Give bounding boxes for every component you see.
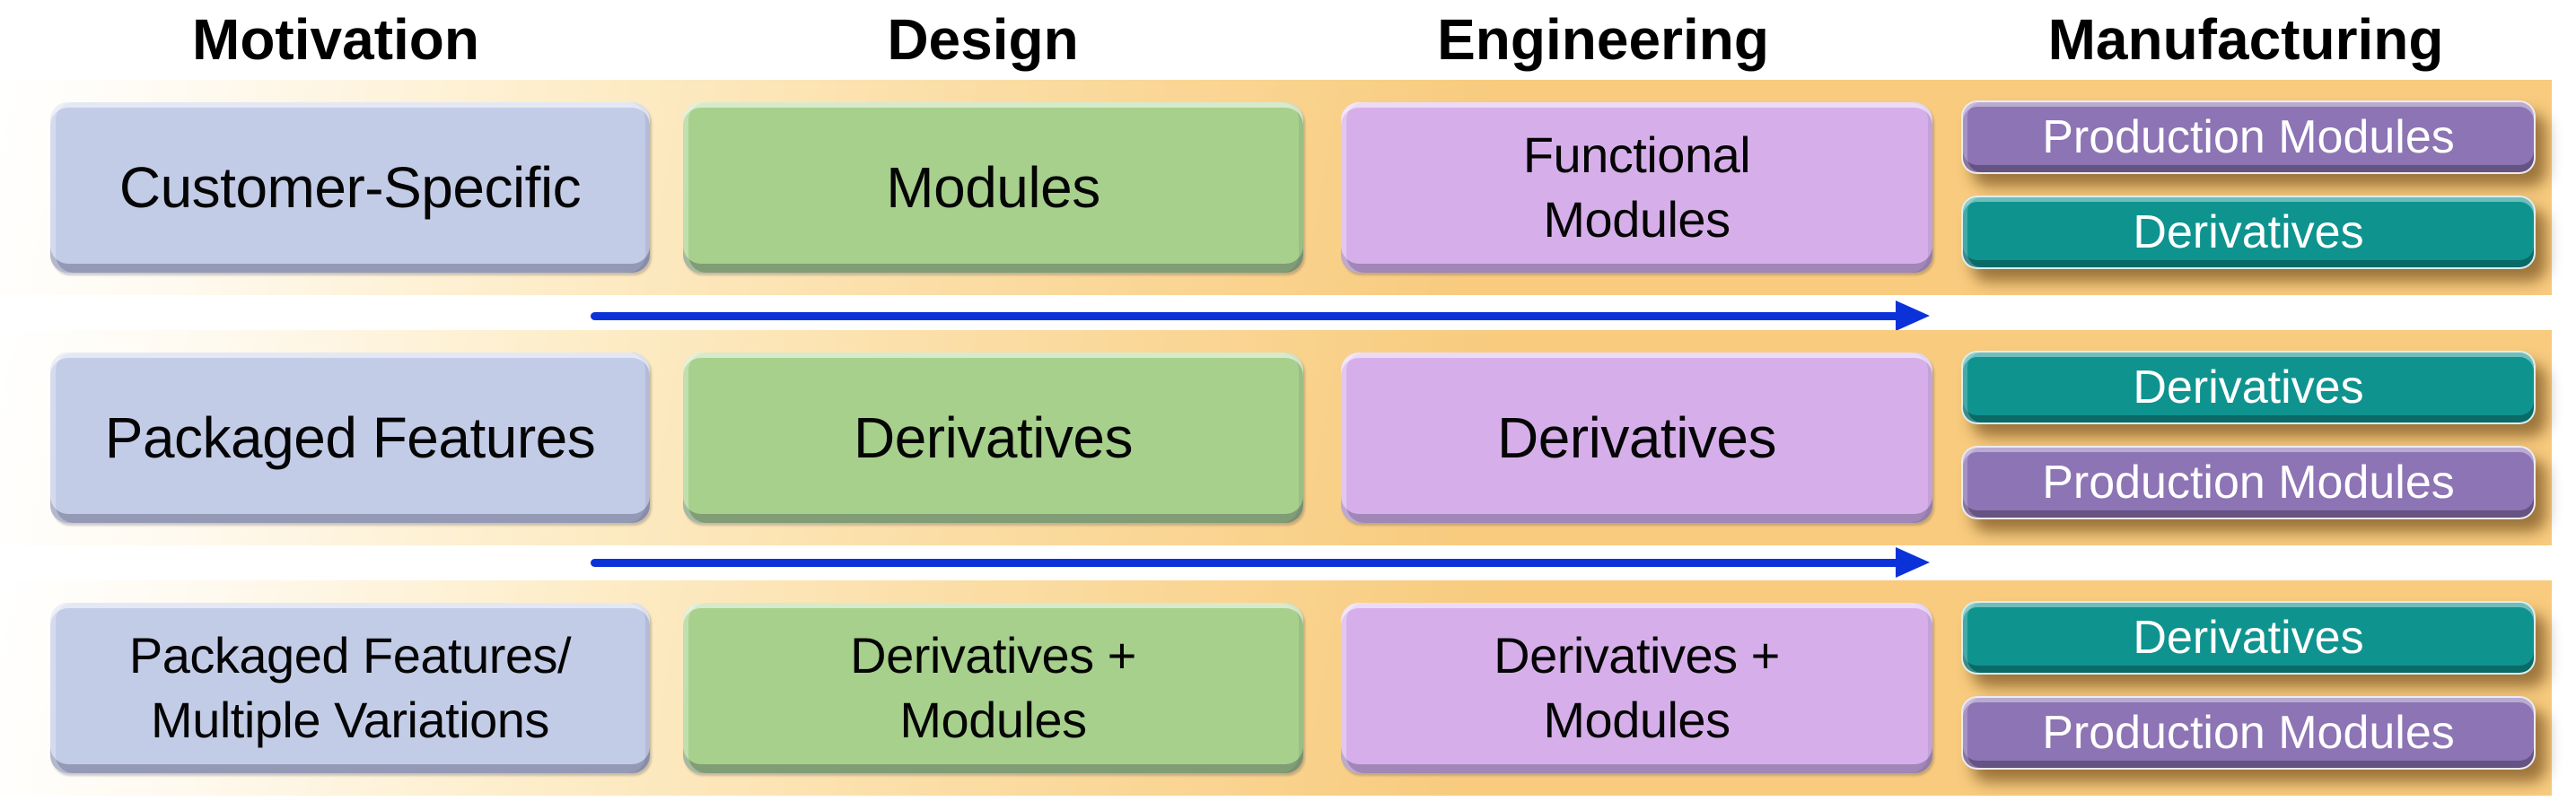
engineering-box: Functional Modules xyxy=(1341,102,1932,273)
manufacturing-stack: Production Modules Derivatives xyxy=(1961,80,2536,295)
manufacturing-stack: Derivatives Production Modules xyxy=(1961,330,2536,545)
arrow-head-icon xyxy=(1896,547,1930,578)
process-row-1: Customer-Specific Modules Functional Mod… xyxy=(0,80,2552,295)
design-box: Modules xyxy=(683,102,1303,273)
manufacturing-box: Production Modules xyxy=(1961,100,2536,174)
column-header-manufacturing: Manufacturing xyxy=(2047,7,2444,72)
arrow-head-icon xyxy=(1896,300,1930,331)
design-box: Derivatives + Modules xyxy=(683,603,1303,773)
arrow-shaft xyxy=(591,559,1897,567)
motivation-box: Customer-Specific xyxy=(50,102,650,273)
flow-arrow xyxy=(591,300,1930,331)
column-header-motivation: Motivation xyxy=(192,7,479,72)
manufacturing-box: Production Modules xyxy=(1961,446,2536,519)
column-header-engineering: Engineering xyxy=(1437,7,1769,72)
engineering-box: Derivatives + Modules xyxy=(1341,603,1932,773)
motivation-box: Packaged Features xyxy=(50,353,650,523)
manufacturing-box: Derivatives xyxy=(1961,601,2536,675)
engineering-box: Derivatives xyxy=(1341,353,1932,523)
manufacturing-box: Production Modules xyxy=(1961,696,2536,770)
flow-arrow xyxy=(591,547,1930,578)
motivation-box: Packaged Features/ Multiple Variations xyxy=(50,603,650,773)
manufacturing-box: Derivatives xyxy=(1961,196,2536,269)
process-row-3: Packaged Features/ Multiple Variations D… xyxy=(0,580,2552,796)
manufacturing-stack: Derivatives Production Modules xyxy=(1961,580,2536,796)
design-box: Derivatives xyxy=(683,353,1303,523)
column-header-design: Design xyxy=(887,7,1079,72)
manufacturing-box: Derivatives xyxy=(1961,351,2536,424)
arrow-shaft xyxy=(591,312,1897,320)
process-row-2: Packaged Features Derivatives Derivative… xyxy=(0,330,2552,545)
